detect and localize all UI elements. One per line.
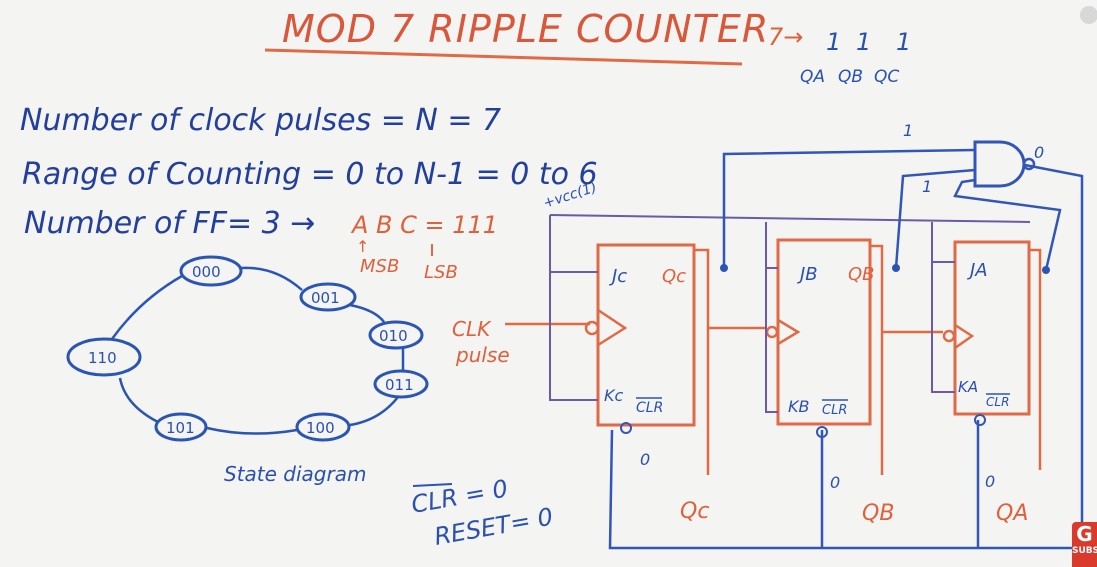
ff-clock-triangle <box>597 308 628 347</box>
camera-dot <box>1080 6 1097 24</box>
state-label: 010 <box>379 327 408 345</box>
state-label: 011 <box>385 376 414 394</box>
label-qa: QA <box>800 67 825 87</box>
ff-j-label: JA <box>967 260 988 281</box>
bit-qb: 1 <box>856 28 871 56</box>
ff-k-label: Kc <box>604 386 623 405</box>
lsb-label: LSB <box>424 262 458 283</box>
nand-body <box>973 140 1026 188</box>
clr-overbar <box>412 483 453 487</box>
state-node <box>295 412 351 442</box>
ff-box <box>596 243 696 427</box>
ff-k-label: KB <box>788 397 809 416</box>
state-label: 110 <box>88 349 117 367</box>
nand-input-bottom-label: 1 <box>922 177 932 196</box>
flip-flop-b: JB QB KB CLR <box>765 238 875 426</box>
clr-zero-b: 0 <box>830 473 840 492</box>
ff-q-label: Qc <box>662 266 686 287</box>
flip-flop-c: Jc Qc Kc CLR <box>584 243 696 427</box>
ff-clock-triangle <box>777 318 801 346</box>
clock-chain-wires <box>694 244 1042 475</box>
label-qb: QB <box>838 67 863 87</box>
ff-j-label: JB <box>797 264 818 285</box>
subscribe-text: SUBSC <box>1072 546 1097 556</box>
state-node <box>373 369 429 399</box>
ff-clr-label: CLR <box>986 395 1009 409</box>
output-qa: QA <box>996 501 1028 526</box>
state-label: 000 <box>192 263 221 281</box>
subscribe-badge[interactable]: G SUBSC <box>1072 522 1097 567</box>
qa-junction <box>1042 266 1050 274</box>
ff-box <box>953 240 1031 416</box>
flip-flop-a: JA KA CLR <box>942 240 1031 416</box>
state-diagram: 000 001 010 011 100 101 110 <box>66 255 429 442</box>
state-node <box>299 282 357 312</box>
ff-clock-bubble <box>584 320 600 336</box>
clr-zero-c: 0 <box>640 450 650 469</box>
label-qc: QC <box>874 67 899 87</box>
state-node <box>66 337 142 377</box>
state-label: 001 <box>311 289 340 307</box>
ff-clr-label: CLR <box>822 403 847 418</box>
clr-zero-a: 0 <box>985 472 995 491</box>
state-node <box>368 320 424 350</box>
output-qb: QB <box>862 501 894 526</box>
clear-feedback-wiring <box>608 148 1084 550</box>
ff-clock-bubble <box>765 325 779 339</box>
ff-q-label: QB <box>848 264 875 285</box>
ff-clock-triangle <box>954 323 975 350</box>
range-line: Range of Counting = 0 to N-1 = 0 to 6 <box>22 157 598 192</box>
vcc-wiring <box>549 214 1031 413</box>
clk-label: CLK <box>452 317 492 341</box>
nand-output-label: 0 <box>1034 143 1044 162</box>
pulse-label: pulse <box>455 343 510 367</box>
ff-clock-bubble <box>942 329 956 343</box>
ff-count-line: Number of FF= 3 → <box>24 206 315 241</box>
state-label: 100 <box>306 419 335 437</box>
channel-icon: G <box>1076 522 1093 546</box>
nand-bubble <box>1022 157 1036 171</box>
transition-arrow <box>206 426 298 435</box>
transition-arrow <box>118 377 159 424</box>
state-diagram-caption: State diagram <box>224 462 366 486</box>
title-underline <box>264 48 743 66</box>
bit-qc: 1 <box>896 28 911 56</box>
ff-k-label: KA <box>958 378 978 396</box>
nand-input-top-label: 1 <box>903 121 913 140</box>
transition-arrow <box>349 303 385 323</box>
transition-arrow <box>110 274 183 340</box>
output-qc: Qc <box>680 499 709 524</box>
diagram-title: MOD 7 RIPPLE COUNTER <box>282 7 769 51</box>
clr-bubble <box>620 422 632 434</box>
transition-arrow <box>349 396 399 427</box>
transition-arrow <box>240 266 303 291</box>
ff-clr-label: CLR <box>636 400 663 416</box>
msb-label: MSB <box>360 256 399 277</box>
nand-gate: 1 1 0 <box>903 121 1044 196</box>
clr-bubble <box>974 414 986 426</box>
qc-junction <box>720 264 728 272</box>
state-node <box>154 412 208 442</box>
state-label: 101 <box>166 419 195 437</box>
ff-j-label: Jc <box>609 266 627 287</box>
state-node <box>179 255 243 287</box>
clr-bubble <box>816 426 828 438</box>
qb-junction <box>892 264 900 272</box>
seven-arrow: 7→ <box>768 23 803 51</box>
abc-line: A B C = 111 <box>350 211 498 239</box>
msb-arrow: ↑ <box>356 237 369 256</box>
clock-pulses-line: Number of clock pulses = N = 7 <box>20 103 501 138</box>
bit-qa: 1 <box>826 28 841 56</box>
